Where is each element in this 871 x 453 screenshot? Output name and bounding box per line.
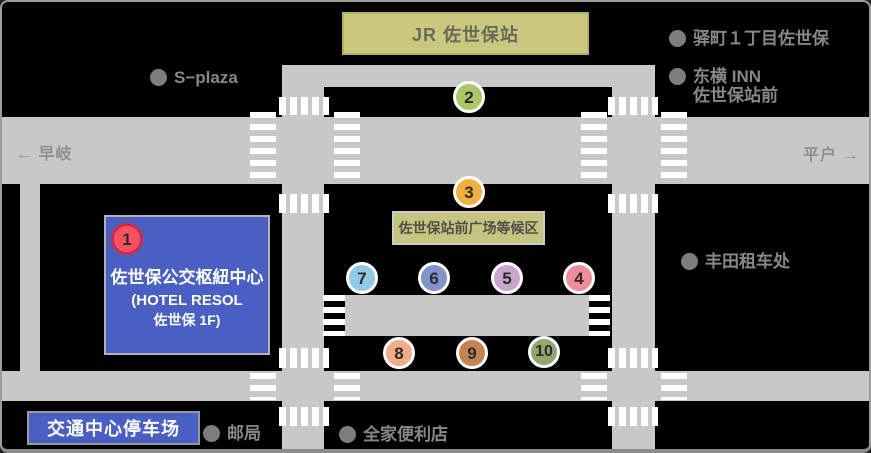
bus-stop-marker-8: 8 <box>383 337 415 369</box>
landmark-label: 丰田租车处 <box>705 252 790 271</box>
landmark-dot-icon <box>669 30 686 47</box>
landmark-familymart: 全家便利店 <box>339 425 448 444</box>
landmark-label: 全家便利店 <box>363 425 448 444</box>
road-bottom-horizontal <box>2 371 869 401</box>
bus-stop-marker-2: 2 <box>453 81 485 113</box>
crosswalk <box>608 97 658 115</box>
landmark-dot-icon <box>339 426 356 443</box>
transit-center-parking-box: 交通中心停车场 <box>27 411 200 445</box>
bus-stop-marker-9: 9 <box>456 337 488 369</box>
crosswalk <box>581 373 607 400</box>
road-main-horizontal <box>2 117 869 184</box>
road-narrow-left <box>20 182 40 401</box>
landmark-ekimachi: 驿町１丁目佐世保 <box>669 29 829 48</box>
bus-stop-marker-3: 3 <box>453 176 485 208</box>
bus-hub-center-subtitle-2: 佐世保 1F) <box>153 312 221 328</box>
landmark-toyota-rental: 丰田租车处 <box>681 252 790 271</box>
landmark-label: S−plaza <box>174 68 238 87</box>
landmark-dot-icon <box>203 425 220 442</box>
landmark-label: 驿町１丁目佐世保 <box>693 29 829 48</box>
landmark-post-office: 邮局 <box>203 424 261 443</box>
bus-stop-number: 1 <box>122 229 132 249</box>
crosswalk <box>279 348 329 368</box>
crosswalk <box>581 112 607 184</box>
bus-hub-center-title: 佐世保公交枢紐中心 <box>110 268 264 287</box>
crosswalk <box>279 407 329 426</box>
direction-haiki: ← 早岐 <box>16 146 73 163</box>
crosswalk <box>608 194 658 213</box>
plaza-waiting-area-label: 佐世保站前广场等候区 <box>398 220 539 236</box>
crosswalk <box>250 373 276 400</box>
landmark-dot-icon <box>681 253 698 270</box>
crosswalk <box>608 407 658 426</box>
bus-stop-number: 4 <box>574 268 584 288</box>
crosswalk <box>589 295 610 336</box>
bus-stop-marker-1: 1 <box>111 223 143 255</box>
bus-stop-number: 6 <box>429 268 439 288</box>
road-vertical-right <box>612 65 655 449</box>
road-vertical-left <box>282 65 324 449</box>
landmark-dot-icon <box>669 68 686 85</box>
bus-stop-number: 7 <box>357 268 367 288</box>
bus-stop-number: 9 <box>467 343 477 363</box>
bus-stop-marker-5: 5 <box>491 262 523 294</box>
landmark-s-plaza: S−plaza <box>150 68 238 87</box>
crosswalk <box>334 112 360 184</box>
crosswalk <box>334 373 360 400</box>
jr-sasebo-station-box: JR 佐世保站 <box>342 12 589 55</box>
bus-stop-number: 10 <box>535 343 553 360</box>
crosswalk <box>250 112 276 184</box>
bus-stop-marker-10: 10 <box>528 336 560 368</box>
transit-center-parking-label: 交通中心停车场 <box>47 419 180 439</box>
landmark-dot-icon <box>150 69 167 86</box>
bus-stop-marker-7: 7 <box>346 262 378 294</box>
crosswalk <box>661 112 687 184</box>
bus-hub-center-subtitle-1: (HOTEL RESOL <box>131 292 243 309</box>
direction-hirado: 平户 → <box>803 147 860 164</box>
bus-stop-number: 5 <box>502 268 512 288</box>
bus-stop-number: 8 <box>394 343 404 363</box>
road-station-front <box>285 65 655 87</box>
plaza-waiting-area-box: 佐世保站前广场等候区 <box>392 211 545 245</box>
crosswalk <box>608 348 658 368</box>
bus-stop-marker-6: 6 <box>418 262 450 294</box>
landmark-label: 邮局 <box>227 424 261 443</box>
crosswalk <box>279 194 329 213</box>
bus-stop-number: 3 <box>464 182 474 202</box>
road-plaza-middle <box>345 295 589 336</box>
crosswalk <box>661 373 687 400</box>
bus-stop-marker-4: 4 <box>563 262 595 294</box>
jr-sasebo-station-label: JR 佐世保站 <box>411 24 519 45</box>
crosswalk <box>323 295 345 336</box>
bus-stop-number: 2 <box>464 87 474 107</box>
crosswalk <box>279 97 329 115</box>
